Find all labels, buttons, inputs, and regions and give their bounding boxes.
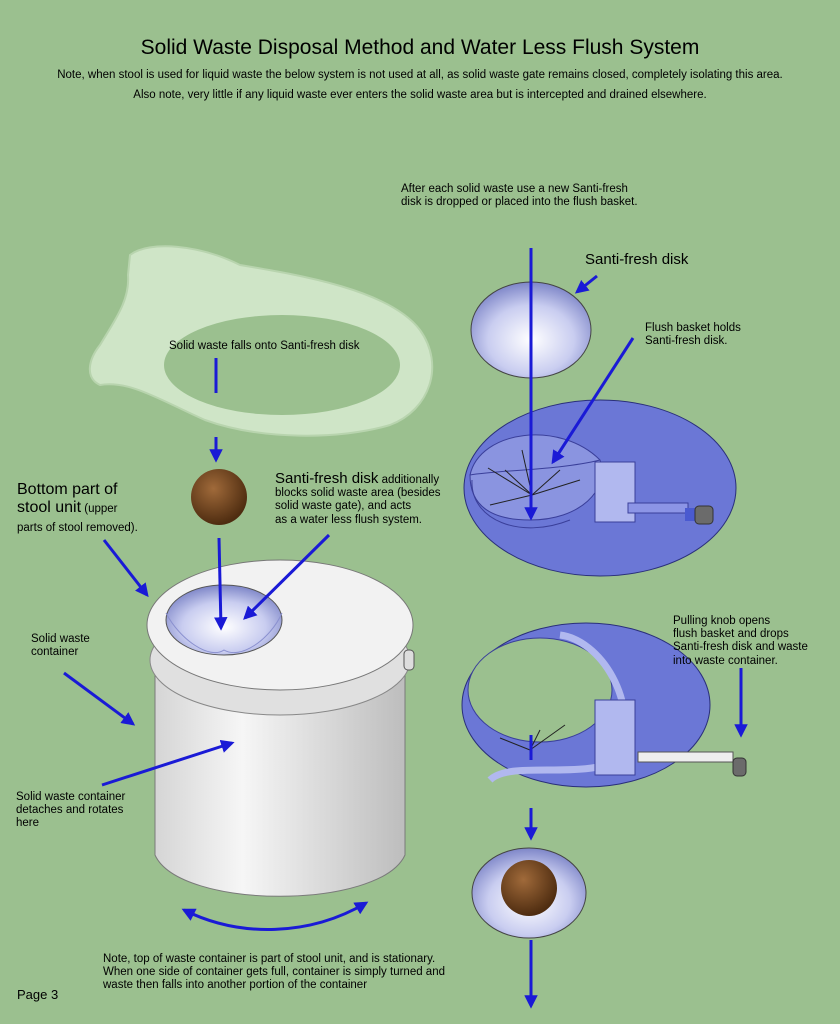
arrow-bottom-part — [102, 539, 149, 598]
flow-arrows — [63, 248, 748, 1009]
page-number: Page 3 — [17, 987, 59, 1002]
diagram-title: Solid Waste Disposal Method and Water Le… — [140, 36, 700, 59]
label-santi-blocks-head: Santi-fresh disk — [275, 470, 379, 487]
label-pulling-knob: Pulling knob opens flush basket and drop… — [673, 615, 808, 667]
arrow-detaches — [101, 739, 235, 787]
label-bottom-part-sub: (upper parts of stool removed). — [17, 503, 138, 534]
arrow-basket-label — [551, 337, 635, 465]
flush-basket-open — [461, 622, 747, 788]
flush-basket-closed — [463, 399, 737, 577]
label-santi-blocks-rest: additionally blocks solid waste area (be… — [275, 474, 441, 526]
toilet-seat — [88, 245, 434, 437]
label-santi-fresh-disk: Santi-fresh disk — [585, 251, 689, 268]
label-solid-waste-falls: Solid waste falls onto Santi-fresh disk — [169, 340, 360, 352]
arrow-into-disk — [214, 537, 228, 631]
label-santi-blocks: Santi-fresh disk additionally blocks sol… — [275, 470, 441, 527]
arrow-santi-label — [574, 274, 598, 294]
note-line-2: Also note, very little if any liquid was… — [133, 89, 707, 101]
label-bottom-part-main: Bottom part of stool unit — [17, 481, 118, 517]
label-bottom-note: Note, top of waste container is part of … — [103, 953, 445, 992]
arrow-container — [63, 671, 136, 726]
santi-fresh-disk-with-waste — [471, 847, 587, 939]
waste-container — [146, 559, 415, 897]
label-flush-basket-holds: Flush basket holds Santi-fresh disk. — [645, 322, 741, 348]
label-solid-waste-container: Solid waste container — [31, 633, 90, 659]
label-detaches-rotates: Solid waste container detaches and rotat… — [16, 791, 126, 830]
label-bottom-part: Bottom part of stool unit (upper parts o… — [17, 481, 138, 536]
note-line-1: Note, when stool is used for liquid wast… — [57, 69, 783, 81]
arrow-rotate — [181, 901, 369, 931]
solid-waste-ball — [191, 469, 247, 525]
label-after-each-use: After each solid waste use a new Santi-f… — [401, 183, 638, 209]
arrow-santi-blocks — [243, 533, 331, 620]
